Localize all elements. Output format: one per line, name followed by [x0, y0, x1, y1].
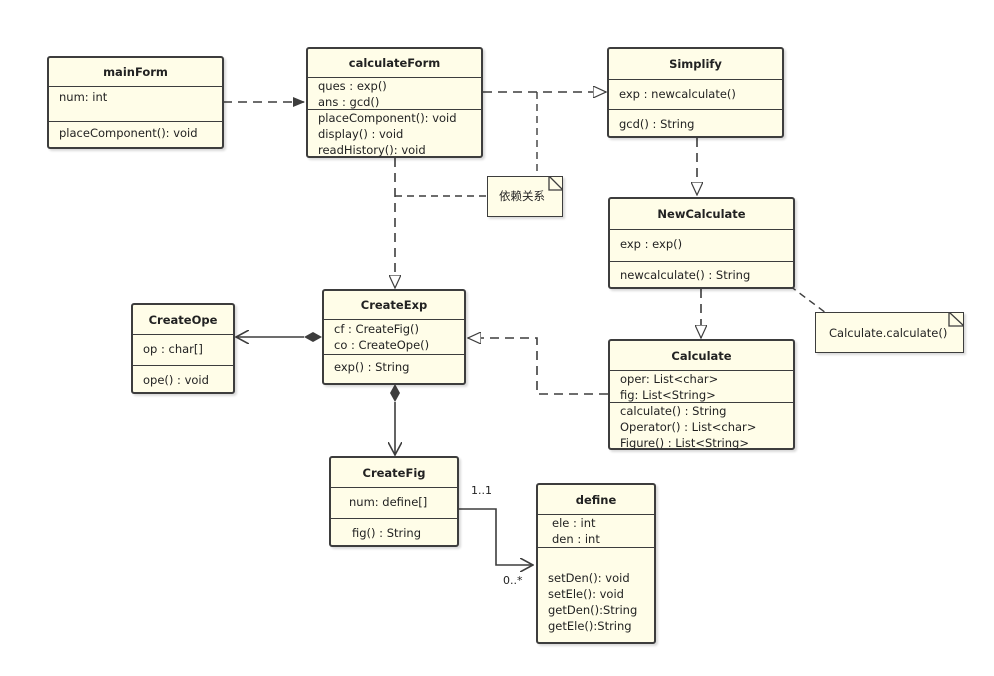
multiplicity-source: 1..1 [471, 484, 492, 497]
methods-section: newcalculate() : String [610, 262, 793, 283]
attribute: oper: List<char> [620, 372, 719, 386]
attributes-section: exp : exp() [610, 230, 793, 262]
attribute: exp : exp() [620, 237, 683, 251]
attribute: num: int [59, 90, 108, 104]
attributes-section: num: define[] [331, 488, 457, 519]
note-calculate-anchor [789, 285, 827, 314]
attribute: ans : gcd() [318, 95, 380, 109]
class-name: CreateOpe [133, 305, 233, 335]
attribute: fig: List<String> [620, 388, 716, 402]
method: calculate() : String [620, 404, 727, 418]
attribute: ques : exp() [318, 79, 387, 93]
method: setDen(): void [548, 571, 630, 585]
class-define[interactable]: define ele : int den : int setDen(): voi… [536, 483, 656, 644]
dep-calculate-createexp [468, 338, 608, 395]
attribute: ele : int [552, 516, 596, 530]
methods-section: setDen(): void setEle(): void getDen():S… [538, 548, 654, 634]
class-simplify[interactable]: Simplify exp : newcalculate() gcd() : St… [607, 47, 784, 138]
multiplicity-target: 0..* [503, 574, 523, 587]
class-newcalculate[interactable]: NewCalculate exp : exp() newcalculate() … [608, 197, 795, 289]
class-name: Simplify [609, 49, 782, 80]
note-dependency[interactable]: 依赖关系 [487, 176, 563, 217]
composition-diamond-ope [304, 332, 322, 342]
method: fig() : String [352, 526, 422, 540]
class-name: CreateFig [331, 458, 457, 488]
class-name: mainForm [49, 58, 222, 87]
attribute: cf : CreateFig() [334, 322, 420, 336]
class-calculateform[interactable]: calculateForm ques : exp() ans : gcd() p… [306, 47, 483, 158]
method: getEle():String [548, 619, 632, 633]
note-dependency-text: 依赖关系 [499, 189, 545, 203]
methods-section: gcd() : String [609, 110, 782, 132]
methods-section: exp() : String [324, 355, 464, 375]
composition-diamond-fig [390, 384, 400, 402]
attributes-section: oper: List<char> fig: List<String> [610, 371, 793, 403]
method: placeComponent(): void [59, 126, 198, 140]
method: display() : void [318, 127, 404, 141]
method: readHistory(): void [318, 143, 426, 157]
method: gcd() : String [619, 117, 695, 131]
class-name: Calculate [610, 341, 793, 371]
attribute: num: define[] [349, 495, 428, 509]
class-name: define [538, 485, 654, 515]
assoc-createfig-define [459, 508, 533, 565]
note-calculate-text: Calculate.calculate() [829, 326, 948, 340]
methods-section: ope() : void [133, 366, 233, 388]
attributes-section: ele : int den : int [538, 515, 654, 548]
attributes-section: cf : CreateFig() co : CreateOpe() [324, 320, 464, 355]
methods-section: placeComponent(): void display() : void … [308, 110, 481, 158]
method: ope() : void [143, 373, 209, 387]
methods-section: placeComponent(): void [49, 122, 222, 141]
methods-section: calculate() : String Operator() : List<c… [610, 403, 793, 451]
note-calculate[interactable]: Calculate.calculate() [815, 312, 964, 353]
class-createope[interactable]: CreateOpe op : char[] ope() : void [131, 303, 235, 394]
note-fold-icon [548, 176, 563, 191]
method: Operator() : List<char> [620, 420, 757, 434]
method: setEle(): void [548, 587, 624, 601]
methods-section: fig() : String [331, 519, 457, 541]
attributes-section: ques : exp() ans : gcd() [308, 78, 481, 110]
class-name: CreateExp [324, 291, 464, 320]
class-mainform[interactable]: mainForm num: int placeComponent(): void [47, 56, 224, 149]
attribute: op : char[] [143, 342, 203, 356]
attributes-section: op : char[] [133, 335, 233, 366]
class-name: NewCalculate [610, 199, 793, 230]
method: placeComponent(): void [318, 111, 457, 125]
attributes-section: num: int [49, 87, 222, 122]
attribute: den : int [552, 532, 600, 546]
method: exp() : String [334, 360, 410, 374]
attribute: exp : newcalculate() [619, 87, 736, 101]
method: Figure() : List<String> [620, 436, 749, 450]
class-createfig[interactable]: CreateFig num: define[] fig() : String [329, 456, 459, 547]
class-calculate[interactable]: Calculate oper: List<char> fig: List<Str… [608, 339, 795, 450]
class-name: calculateForm [308, 49, 481, 78]
note-fold-icon [948, 312, 964, 327]
method: getDen():String [548, 603, 638, 617]
method: newcalculate() : String [620, 268, 751, 282]
attributes-section: exp : newcalculate() [609, 80, 782, 110]
attribute: co : CreateOpe() [334, 338, 430, 352]
class-createexp[interactable]: CreateExp cf : CreateFig() co : CreateOp… [322, 289, 466, 385]
